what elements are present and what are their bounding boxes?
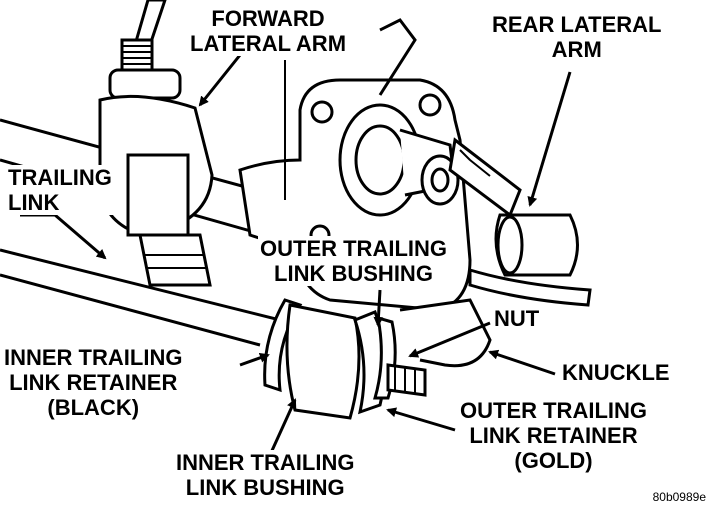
label-outer-trailing-link-bushing: OUTER TRAILING LINK BUSHING — [258, 236, 449, 286]
label-inner-trailing-link-bushing: INNER TRAILING LINK BUSHING — [174, 450, 357, 500]
figure-code: 80b0989e — [652, 490, 706, 504]
forward-lateral-arm — [98, 0, 214, 287]
label-inner-trailing-link-retainer: INNER TRAILING LINK RETAINER (BLACK) — [2, 345, 185, 420]
rear-lateral-arm — [448, 137, 592, 307]
inner-bushing-part — [285, 303, 361, 420]
label-trailing-link: TRAILING LINK — [6, 165, 114, 215]
leader-lines — [20, 43, 572, 456]
label-outer-trailing-link-retainer: OUTER TRAILING LINK RETAINER (GOLD) — [458, 398, 649, 473]
outer-bushing-part — [353, 310, 427, 415]
label-nut: NUT — [492, 306, 542, 331]
label-knuckle: KNUCKLE — [560, 360, 672, 385]
label-rear-lateral-arm: REAR LATERAL ARM — [490, 12, 664, 62]
label-forward-lateral-arm: FORWARD LATERAL ARM — [188, 6, 349, 56]
